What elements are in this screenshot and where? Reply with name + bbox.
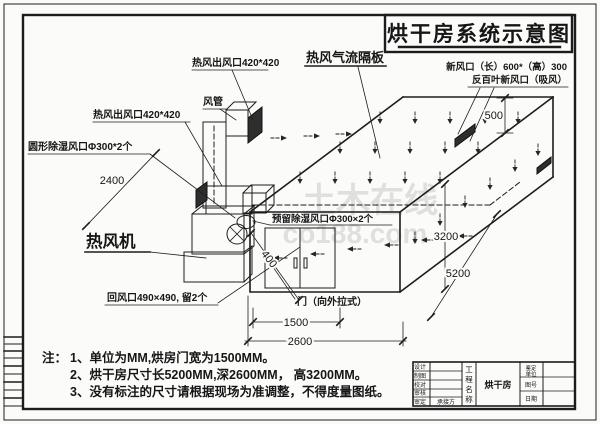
label-round-vent: 圆形除湿风口Φ300*2个 — [28, 140, 133, 153]
room-door — [264, 227, 336, 289]
tb-project-name: 烘干房 — [484, 379, 511, 390]
room-box — [248, 95, 555, 294]
tb-drawing-no: 图号 — [525, 382, 537, 389]
note-line-1: 1、单位为MM,烘房门宽为1500MM。 — [70, 350, 275, 365]
hot-air-outlet-vent-left — [195, 181, 208, 209]
dim-3200: 3200 — [434, 231, 458, 243]
fresh-air-vent-icon — [454, 123, 476, 148]
dim-1500: 1500 — [284, 317, 308, 329]
tb-row-approve: 审定 — [414, 398, 426, 406]
leader-labels: 热风出风口420*420 风管 热风出风口420*420 圆形除湿风口Φ300*… — [27, 50, 569, 308]
label-hot-air-outlet-left: 热风出风口420*420 — [93, 108, 181, 121]
label-door: 门（向外拉式） — [297, 295, 367, 308]
title-box: 烘干房系统示意图 — [383, 13, 574, 54]
label-duct: 风管 — [203, 95, 223, 108]
drawing-frame — [3, 3, 597, 421]
watermark: 土木在线 co188.com — [283, 182, 438, 249]
label-hot-air-fan: 热风机 — [86, 231, 136, 251]
tb-project-label-3: 名 — [465, 384, 473, 394]
notes-block: 注： 1、单位为MM,烘房门宽为1500MM。 2、烘干房尺寸长5200MM,深… — [42, 350, 389, 399]
dim-2600: 2600 — [288, 336, 312, 348]
tb-date: 日期 — [525, 395, 537, 403]
dim-500: 500 — [485, 110, 503, 122]
tb-contractor: 承接方 — [437, 398, 455, 406]
fresh-air-vents — [454, 123, 552, 176]
tb-row-draft: 制图 — [414, 372, 426, 380]
page-title: 烘干房系统示意图 — [387, 22, 571, 46]
dim-5200: 5200 — [446, 268, 470, 280]
label-baffle: 热风气流隔板 — [306, 50, 385, 65]
label-return-vent: 回风口490×490, 留2个 — [107, 291, 208, 304]
title-block: 设计 制图 校对 审核 审定 承接方 工 程 名 称 烘干房 鉴定 单位 图号 … — [412, 361, 576, 407]
margin-ticks — [3, 336, 24, 407]
dim-400: 400 — [258, 248, 279, 270]
label-reserved-vent: 预留除湿风口Φ300×2个 — [272, 213, 373, 225]
tb-appraisal-unit-1: 鉴定 — [525, 364, 537, 372]
dim-2400: 2400 — [100, 175, 124, 187]
tb-appraisal-unit-2: 单位 — [525, 370, 537, 378]
tb-project-label-4: 称 — [465, 394, 473, 404]
fresh-air-vent-icon — [536, 155, 552, 176]
note-line-2: 2、烘干房尺寸长5200MM,深2600MM， 高3200MM。 — [70, 367, 367, 382]
label-fresh-air-1: 新风口（长）600*（高）300 — [446, 61, 567, 73]
tb-project-label-2: 程 — [465, 375, 473, 384]
label-fresh-air-2: 反百叶新风口（吸风） — [472, 74, 567, 86]
label-hot-air-outlet-top: 热风出风口420*420 — [192, 56, 280, 69]
tb-row-design: 设计 — [414, 363, 426, 371]
tb-row-check: 校对 — [414, 381, 426, 389]
note-line-3: 3、没有标注的尺寸请根据现场为准调整，不得度量图纸。 — [70, 384, 389, 399]
watermark-en: co188.com — [283, 218, 428, 249]
tb-row-review: 审核 — [414, 389, 426, 397]
tb-project-label-1: 工 — [465, 365, 473, 374]
note-prefix: 注： — [42, 350, 67, 365]
